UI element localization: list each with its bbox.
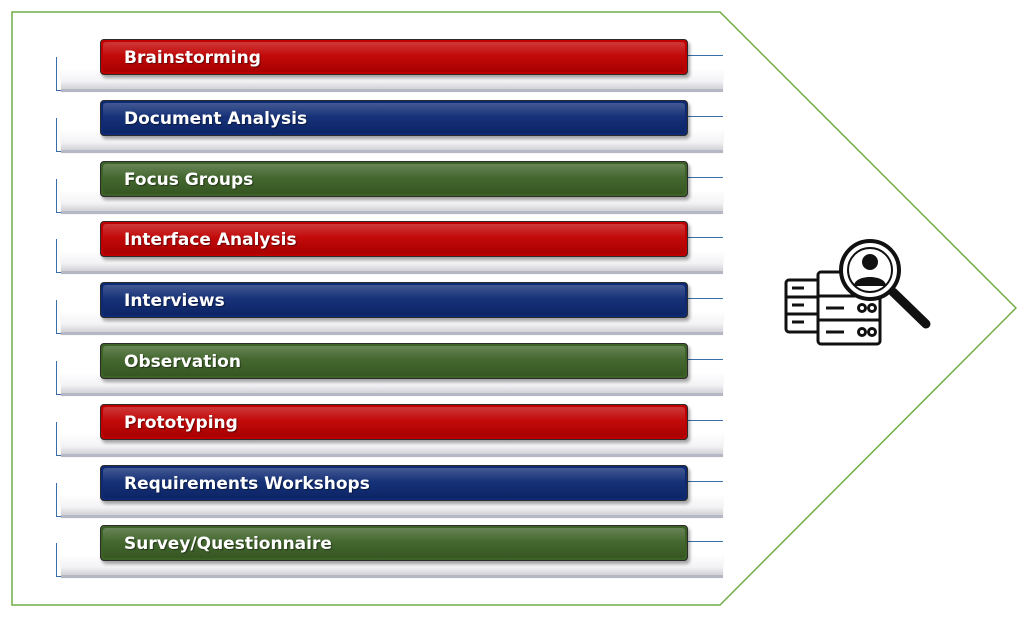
shelf-edge xyxy=(61,514,723,518)
connector-tick xyxy=(688,419,723,421)
shelf-edge xyxy=(61,149,723,153)
technique-row: Requirements Workshops xyxy=(56,464,723,519)
shelf-edge xyxy=(61,393,723,396)
technique-row: Survey/Questionnaire xyxy=(56,525,723,579)
shelf-edge xyxy=(61,575,723,579)
technique-bar: Interviews xyxy=(100,282,688,319)
technique-label: Interviews xyxy=(124,291,225,312)
connector-tick xyxy=(688,480,723,482)
shelf-edge xyxy=(61,332,723,336)
bar-fill xyxy=(103,346,685,376)
technique-bar: Observation xyxy=(100,343,688,379)
technique-label: Observation xyxy=(124,352,241,372)
technique-row: Focus Groups xyxy=(56,160,723,215)
technique-label: Brainstorming xyxy=(124,48,261,68)
technique-row: Interviews xyxy=(56,282,723,336)
technique-bar: Brainstorming xyxy=(100,39,688,75)
bar-fill xyxy=(103,406,685,437)
connector-tick xyxy=(688,298,723,300)
technique-label: Prototyping xyxy=(124,412,238,433)
technique-bar: Survey/Questionnaire xyxy=(100,525,688,562)
technique-bar: Interface Analysis xyxy=(100,221,688,258)
shelf-edge xyxy=(61,453,723,457)
connector-tick xyxy=(688,541,723,543)
shelf-edge xyxy=(61,210,723,214)
connector-tick xyxy=(688,115,723,117)
shelf-edge xyxy=(61,89,723,92)
bar-fill xyxy=(103,102,685,133)
technique-label: Focus Groups xyxy=(124,169,254,190)
technique-bar: Focus Groups xyxy=(100,160,688,197)
bar-fill xyxy=(103,163,685,194)
technique-bar: Document Analysis xyxy=(100,99,688,136)
technique-bar: Prototyping xyxy=(100,403,688,440)
bar-fill xyxy=(103,467,685,498)
technique-row: Document Analysis xyxy=(56,99,723,154)
technique-label: Document Analysis xyxy=(124,108,308,129)
connector-tick xyxy=(688,55,723,56)
bar-fill xyxy=(103,42,685,72)
connector-tick xyxy=(688,176,723,178)
technique-label: Requirements Workshops xyxy=(124,473,370,494)
shelf-edge xyxy=(61,271,723,275)
technique-label: Survey/Questionnaire xyxy=(124,534,332,555)
bar-fill xyxy=(103,224,685,255)
connector-tick xyxy=(688,359,723,360)
technique-row: Brainstorming xyxy=(56,39,723,93)
technique-bar: Requirements Workshops xyxy=(100,464,688,501)
bar-fill xyxy=(103,528,685,559)
technique-row: Interface Analysis xyxy=(56,221,723,275)
technique-row: Observation xyxy=(56,343,723,397)
user-search-database-icon xyxy=(784,239,931,346)
bar-fill xyxy=(103,285,685,316)
technique-label: Interface Analysis xyxy=(124,230,297,251)
connector-tick xyxy=(688,237,723,239)
technique-row: Prototyping xyxy=(56,403,723,458)
